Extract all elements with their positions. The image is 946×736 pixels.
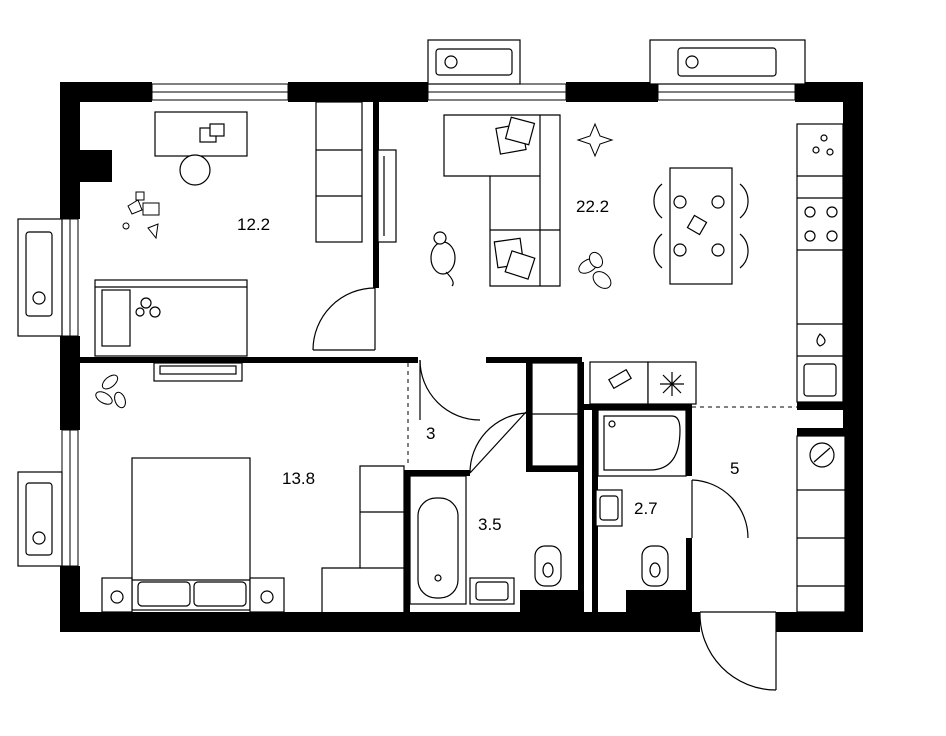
room-area-bedroom-1: 12.2: [237, 215, 271, 234]
houseplant-icon: [95, 122, 614, 409]
desk: [154, 111, 248, 186]
bed-double: [101, 457, 285, 613]
zone-lines: [407, 363, 797, 466]
room-area-hall: 3: [426, 424, 436, 443]
windows: [61, 83, 796, 567]
bedroom-closet: [321, 465, 405, 612]
bed-single: [94, 279, 248, 357]
toys-icon: [122, 191, 160, 240]
kitchen-counter: [796, 123, 846, 613]
room-area-living-kitchen: 22.2: [576, 197, 610, 216]
room-area-wc: 2.7: [634, 499, 658, 518]
outer-walls: [60, 82, 863, 632]
doors: [312, 287, 777, 691]
sofa: [377, 114, 561, 287]
room-area-entrance: 5: [730, 459, 740, 478]
sink: [469, 489, 623, 605]
dining-table: [653, 167, 749, 285]
air-conditioner-icon: [17, 39, 806, 567]
toilet: [534, 545, 669, 587]
wardrobe: [153, 101, 363, 382]
shower: [597, 409, 687, 477]
appliances: [589, 361, 697, 405]
bathtub: [409, 475, 467, 605]
hall-wardrobe: [531, 362, 579, 467]
interior-walls: [80, 102, 692, 616]
room-area-bedroom-2: 13.8: [282, 469, 316, 488]
room-area-bathroom: 3.5: [478, 515, 502, 534]
